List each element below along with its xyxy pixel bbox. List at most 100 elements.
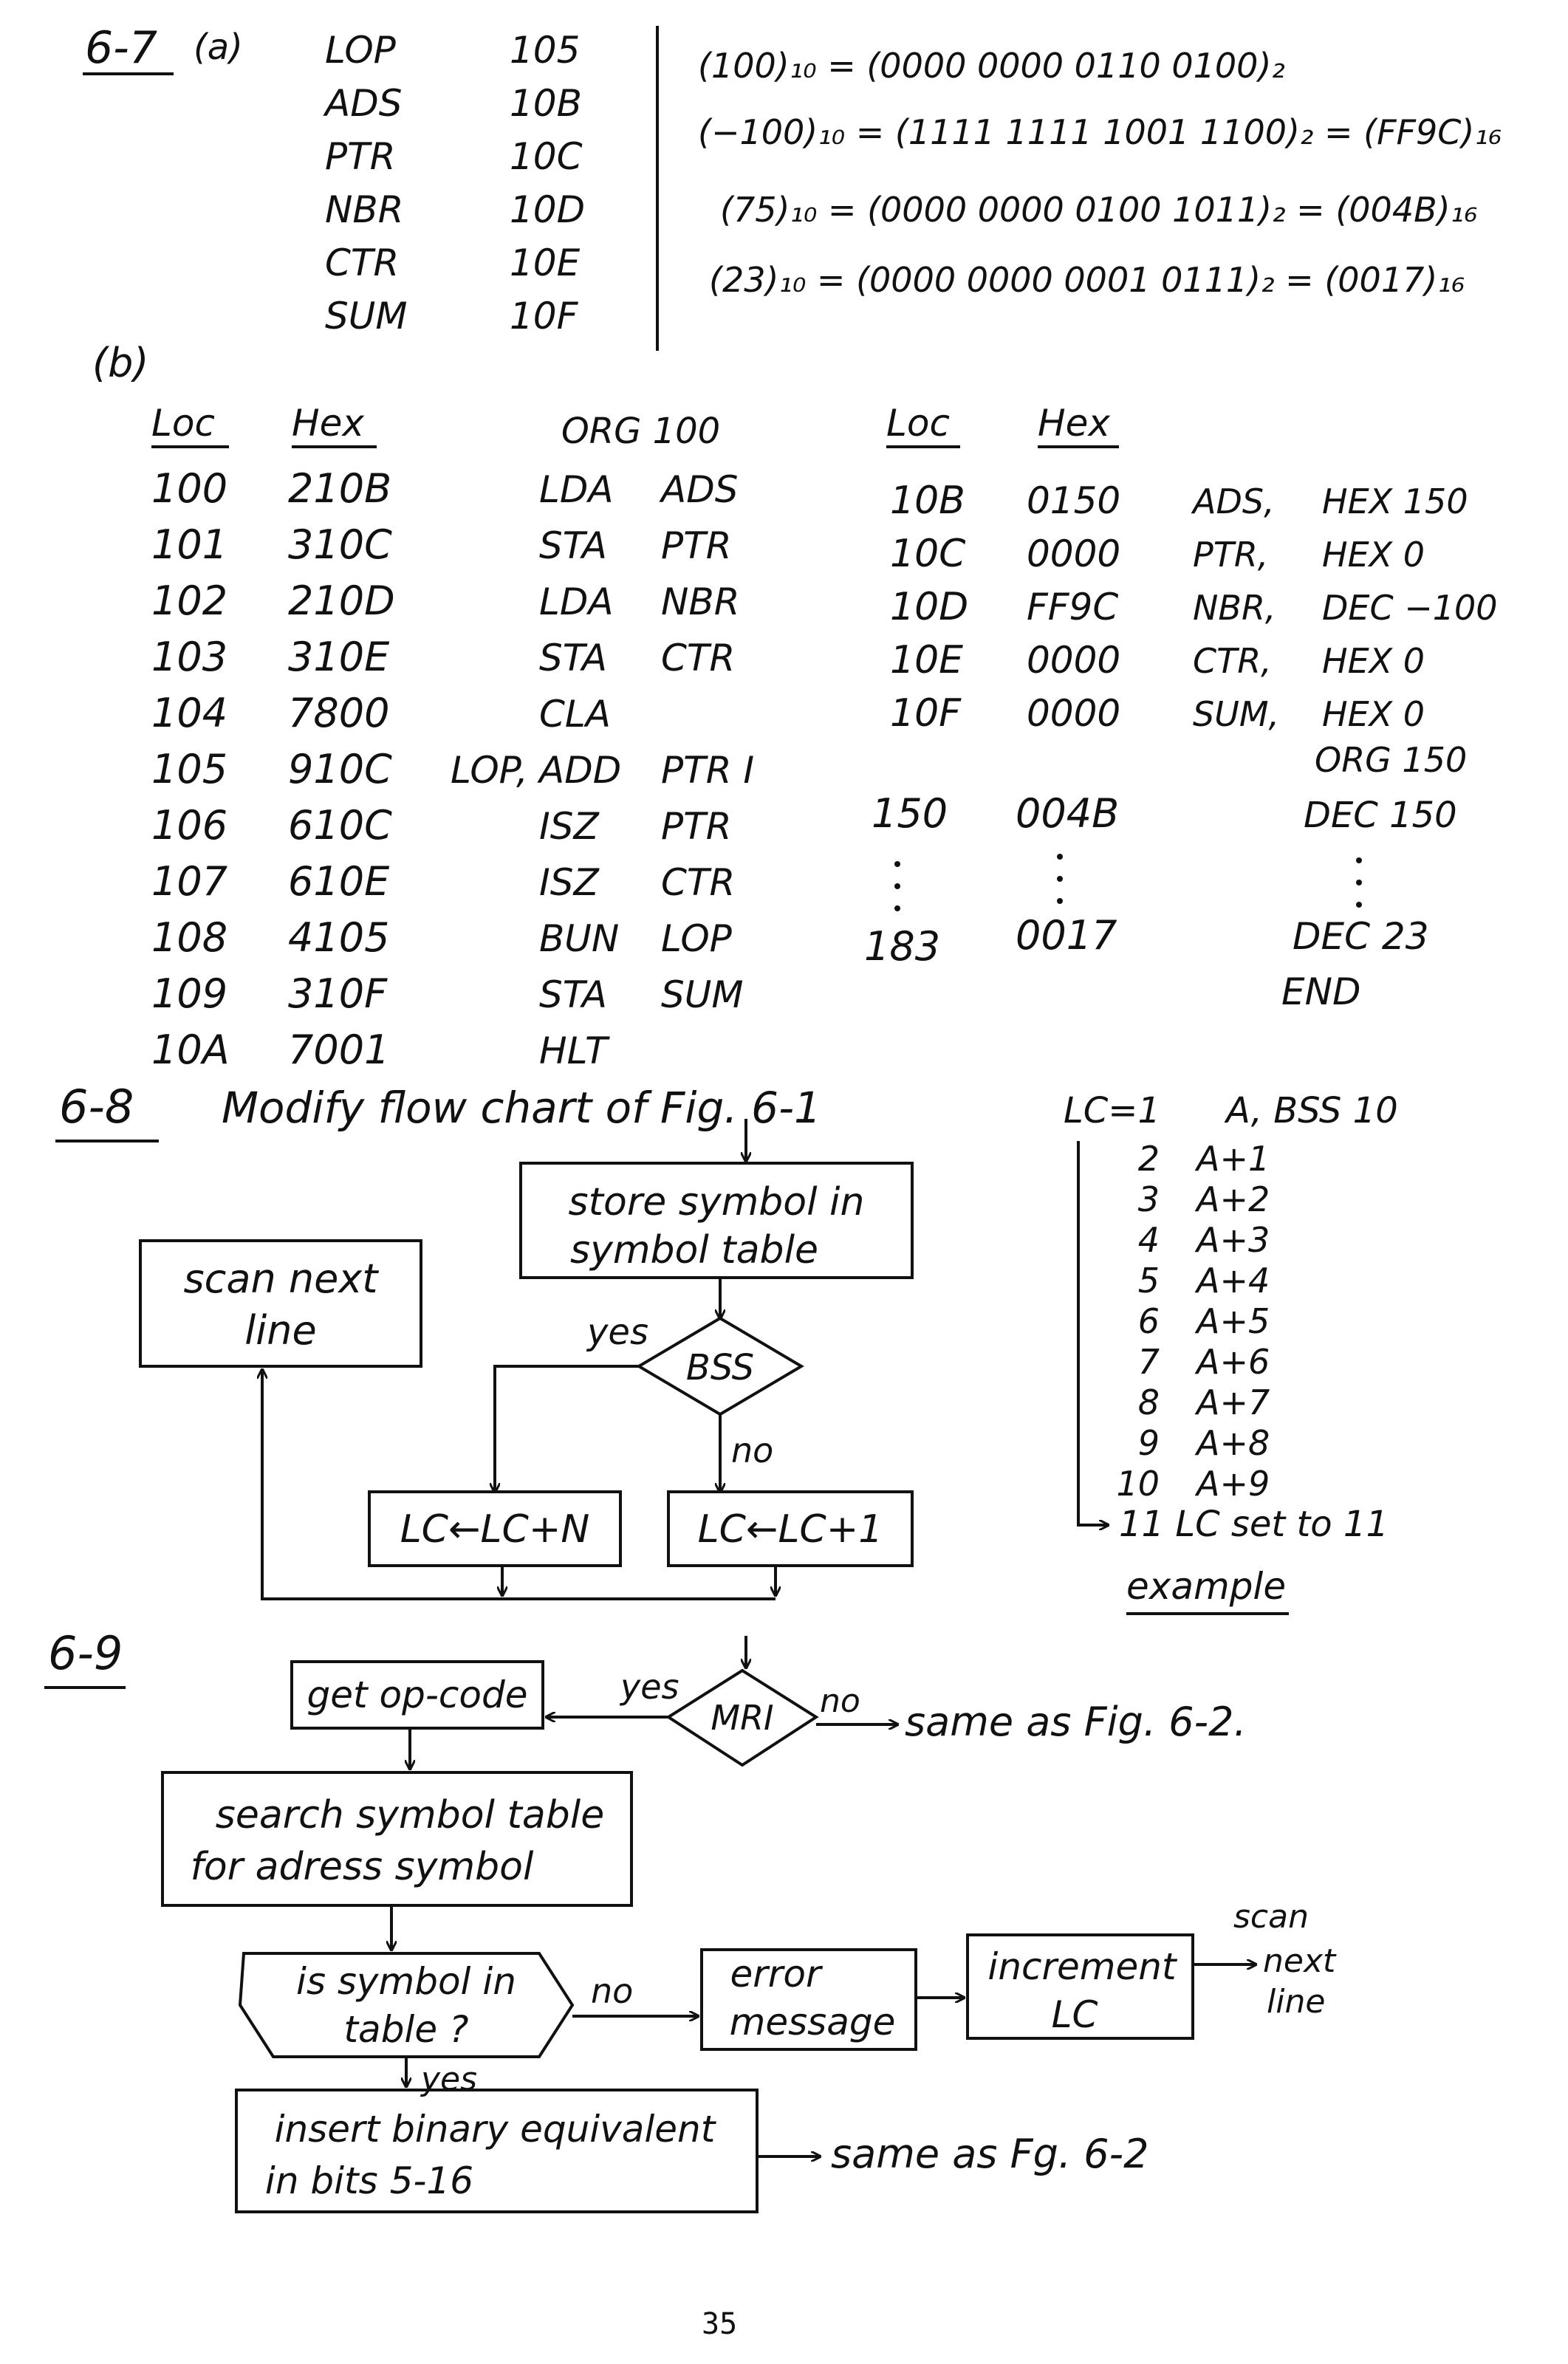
example-address: A+3: [1194, 1220, 1270, 1260]
listing-loc: 10E: [890, 638, 963, 682]
listing-loc: 104: [151, 690, 227, 736]
scan-next-line-text: scan next: [184, 1255, 380, 1302]
heading-6-9: 6-9: [48, 1626, 123, 1680]
part-a-label: (a): [194, 27, 243, 68]
listing-hex: 610C: [288, 802, 392, 849]
get-opcode-text: get op-code: [307, 1673, 528, 1716]
scan-next-text: next: [1263, 1942, 1337, 1980]
listing-arg: NBR: [661, 580, 739, 623]
listing-arg: LOP: [661, 917, 733, 960]
example-lc-value: 8: [1138, 1383, 1160, 1422]
listing-arg: ADS: [659, 468, 738, 511]
conversion-line: (−100)₁₀ = (1111 1111 1001 1100)₂ = (FF9…: [698, 112, 1502, 152]
loop-back-arrow: [262, 1370, 776, 1600]
lc-plus-n-text: LC←LC+N: [400, 1507, 590, 1552]
listing-hex: 310F: [288, 970, 388, 1017]
is-symbol-text: table ?: [343, 2008, 468, 2051]
heading-6-8: 6-8: [59, 1080, 134, 1134]
conversion-line: (100)₁₀ = (0000 0000 0110 0100)₂: [698, 46, 1285, 86]
insert-binary-box: [235, 2089, 759, 2213]
insert-binary-text: in bits 5-16: [265, 2159, 473, 2202]
symbol-name: LOP: [325, 29, 397, 72]
listing-op: ISZ: [539, 861, 600, 904]
listing-hex: 610E: [288, 858, 390, 905]
symbol-address: 10B: [510, 82, 582, 125]
listing-op: STA: [539, 524, 607, 567]
yes-label: yes: [420, 2060, 477, 2098]
lc-plus-1-text: LC←LC+1: [698, 1507, 883, 1552]
symbol-address: 10C: [510, 135, 583, 178]
symbol-address: 105: [510, 29, 580, 72]
listing-hex: 310E: [288, 634, 390, 680]
increment-lc-text: LC: [1052, 1993, 1098, 2036]
listing-arg: PTR: [661, 524, 731, 567]
example-address: A+4: [1194, 1261, 1270, 1301]
tail-loc: 183: [864, 923, 940, 970]
search-symbol-table-box: [161, 1771, 633, 1907]
no-label: no: [591, 1971, 633, 2011]
listing-hex: 0000: [1027, 532, 1120, 575]
problem-title: Modify flow chart of Fig. 6-1: [222, 1083, 821, 1133]
listing-hex: 310C: [288, 521, 392, 568]
error-message-box: [700, 1948, 917, 2051]
listing-loc: 10F: [890, 691, 962, 736]
symbol-name: ADS: [323, 82, 402, 125]
listing-op: CLA: [539, 693, 611, 736]
listing-hex: 7001: [288, 1027, 389, 1073]
example-final: 11 LC set to 11: [1119, 1504, 1389, 1545]
listing-label: PTR,: [1193, 535, 1268, 575]
example-lc-value: 6: [1138, 1301, 1160, 1341]
search-symbol-text: search symbol table: [216, 1793, 604, 1837]
listing-hex: 210D: [288, 578, 395, 624]
left-org: ORG 100: [561, 411, 720, 452]
listing-op: HEX 150: [1322, 482, 1468, 521]
example-label: example: [1126, 1565, 1286, 1608]
listing-loc: 10C: [890, 532, 966, 576]
example-lc-value: 3: [1138, 1179, 1160, 1219]
symbol-address: 10F: [510, 295, 579, 338]
listing-op: LDA: [539, 580, 614, 623]
listing-op: STA: [539, 637, 607, 679]
example-address: A+9: [1194, 1464, 1270, 1504]
tail-op: DEC 150: [1304, 795, 1457, 836]
listing-op: BUN: [539, 917, 619, 960]
example-lc-value: 2: [1138, 1139, 1160, 1179]
listing-loc: 107: [151, 858, 227, 905]
listing-arg: PTR: [661, 805, 731, 848]
listing-hex: 210B: [288, 465, 391, 512]
flowchart-6-8: store symbol in symbol table scan next l…: [139, 1119, 914, 1600]
lc-plus-n-box: [368, 1490, 622, 1567]
example-lc-value: 9: [1138, 1423, 1160, 1463]
listing-hex: 7800: [288, 690, 389, 736]
is-symbol-text: is symbol in: [296, 1960, 516, 2003]
scan-next-line-text: line: [244, 1307, 316, 1354]
example-lc-value: 10: [1116, 1464, 1160, 1504]
search-symbol-text: for adress symbol: [191, 1845, 534, 1889]
symbol-address: 10D: [510, 188, 585, 231]
conversion-line: (75)₁₀ = (0000 0000 0100 1011)₂ = (004B)…: [720, 190, 1477, 230]
listing-op: ISZ: [539, 805, 600, 848]
listing-loc: 10B: [890, 479, 965, 523]
listing-label: ADS,: [1191, 482, 1275, 521]
listing-op: HEX 0: [1322, 641, 1425, 681]
loc-header: Loc: [151, 402, 215, 445]
hex-header: Hex: [292, 402, 364, 445]
hex-header-right: Hex: [1038, 402, 1110, 445]
conversions: (100)₁₀ = (0000 0000 0110 0100)₂ (−100)₁…: [698, 46, 1502, 300]
end-directive: END: [1281, 970, 1361, 1013]
listing-loc: 10D: [890, 585, 968, 629]
flowchart-6-9: get op-code MRI yes no same as Fig. 6-2.…: [161, 1636, 1337, 2213]
example-lc: LC=1: [1064, 1090, 1160, 1131]
listing-loc: 100: [151, 465, 227, 512]
example-address: A+6: [1194, 1342, 1270, 1382]
error-message-text: error: [730, 1953, 823, 1995]
listing-op: ADD: [537, 749, 621, 792]
example-lc-value: 5: [1138, 1261, 1160, 1301]
listing-hex: FF9C: [1027, 586, 1118, 628]
store-symbol-text: store symbol in: [569, 1180, 865, 1224]
same-as-text: same as Fig. 6-2.: [905, 1699, 1247, 1745]
